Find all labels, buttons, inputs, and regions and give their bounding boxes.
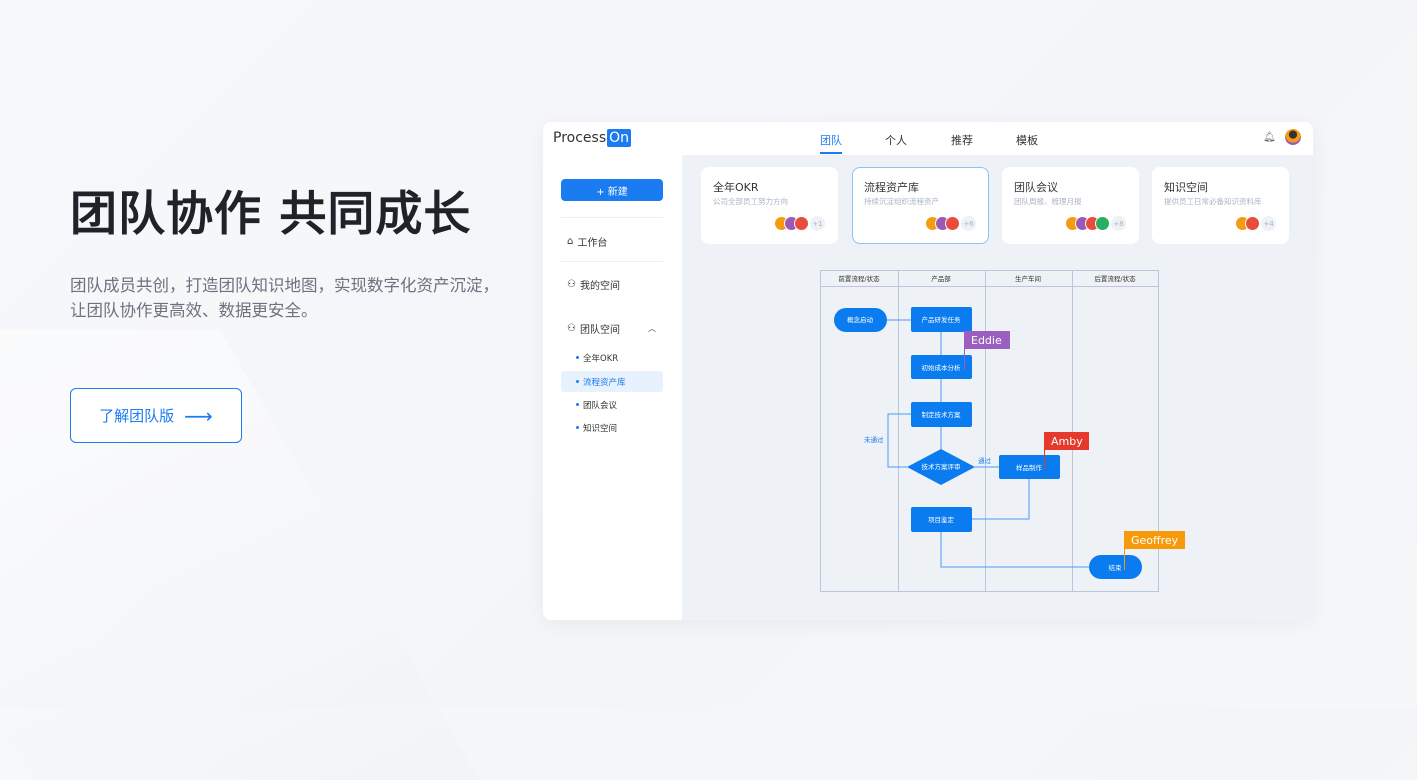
label: 全年OKR: [583, 353, 619, 364]
node-label: 概念启动: [847, 315, 874, 324]
node-label: 初始成本分析: [922, 363, 962, 372]
node-label: 结束: [1109, 563, 1123, 572]
flow-node: [911, 355, 972, 379]
logo-text: Process: [553, 130, 607, 146]
bell-icon[interactable]: 🔔︎: [1263, 132, 1276, 143]
team-icon: ⚇: [567, 323, 576, 334]
tab-personal[interactable]: 个人: [885, 134, 907, 147]
card-desc: 持续沉淀组织流程资产: [864, 197, 939, 206]
edge-label-pass: 通过: [978, 456, 992, 465]
member-count: +4: [1261, 216, 1276, 231]
card-desc: 团队周报、梳理月报: [1014, 197, 1082, 206]
collaborator-name: Amby: [1051, 435, 1083, 448]
label: 工作台: [577, 238, 608, 249]
member-avatars: +6: [925, 216, 976, 231]
sidebar-sub-okr[interactable]: 全年OKR: [561, 347, 663, 368]
space-card[interactable]: 全年OKR 公司全部员工努力方向 +1: [701, 167, 838, 244]
new-button[interactable]: + 新建: [561, 179, 663, 201]
member-avatars: +8: [1065, 216, 1126, 231]
sidebar-item-my-space[interactable]: ⚇我的空间: [567, 277, 620, 292]
flow-node-end: [1089, 555, 1142, 579]
divider: [561, 261, 663, 262]
learn-team-button[interactable]: 了解团队版 ⟶: [70, 388, 242, 443]
sidebar-sub-knowledge[interactable]: 知识空间: [561, 417, 663, 438]
user-icon: ⚇: [567, 279, 576, 290]
label: 知识空间: [583, 423, 618, 434]
collaborator-name: Eddie: [971, 334, 1002, 347]
flow-node: [911, 402, 972, 427]
collaborator-name: Geoffrey: [1131, 534, 1179, 547]
node-label: 制定技术方案: [922, 410, 962, 419]
flow-decision: [907, 449, 975, 485]
node-label: 样品制作: [1016, 463, 1043, 472]
label: 团队会议: [583, 400, 618, 411]
flow-node: [911, 307, 972, 332]
card-title: 全年OKR: [713, 181, 759, 194]
node-label: 产品研发任务: [922, 315, 962, 324]
hero-title: 团队协作 共同成长: [70, 187, 472, 242]
member-count: +6: [961, 216, 976, 231]
card-title: 团队会议: [1014, 181, 1058, 194]
collaborator-tag: [1124, 531, 1185, 549]
cta-label: 了解团队版: [99, 407, 175, 425]
lane-header: 前置流程/状态: [838, 274, 880, 283]
card-title: 知识空间: [1164, 181, 1208, 194]
swimlane-flowchart: 前置流程/状态 产品部 生产车间 后置流程/状态 概念启动 产品研发任务 初始成…: [820, 270, 1185, 592]
collaborator-tag: [964, 331, 1010, 349]
space-card[interactable]: 团队会议团队周报、梳理月报 +8: [1002, 167, 1139, 244]
card-desc: 提供员工日常必备知识资料库: [1164, 197, 1262, 206]
lane-header: 生产车间: [1015, 274, 1041, 283]
tab-templates[interactable]: 模板: [1016, 134, 1038, 147]
flow-node: [911, 507, 972, 532]
divider: [561, 217, 663, 218]
sidebar-sub-meetings[interactable]: 团队会议: [561, 394, 663, 415]
node-label: 技术方案评审: [922, 462, 961, 471]
space-card[interactable]: 知识空间提供员工日常必备知识资料库 +4: [1152, 167, 1289, 244]
label: 我的空间: [579, 281, 620, 292]
hero-description: 团队成员共创，打造团队知识地图，实现数字化资产沉淀，让团队协作更高效、数据更安全…: [70, 276, 499, 320]
lane-header: 后置流程/状态: [1094, 274, 1136, 283]
tab-recommend[interactable]: 推荐: [951, 134, 973, 147]
chevron-up-icon: ︿: [647, 324, 656, 333]
arrow-right-icon: ⟶: [184, 403, 213, 428]
sidebar-sub-process-library[interactable]: 流程资产库: [561, 371, 663, 392]
member-avatars: +4: [1235, 216, 1276, 231]
home-icon: ⌂: [567, 236, 574, 247]
sidebar: + 新建 ⌂工作台 ⚇我的空间 ⚇团队空间︿ 全年OKR 流程资产库 团队会议 …: [543, 155, 682, 620]
user-avatar[interactable]: [1285, 129, 1301, 145]
space-card[interactable]: 流程资产库持续沉淀组织流程资产 +6: [852, 167, 989, 244]
label: 流程资产库: [583, 377, 626, 388]
card-desc: 公司全部员工努力方向: [713, 197, 788, 206]
sidebar-item-workbench[interactable]: ⌂工作台: [567, 234, 607, 249]
edge-label-fail: 未通过: [864, 435, 884, 444]
collaborator-tag: [1044, 432, 1089, 450]
member-count: +8: [1111, 216, 1126, 231]
member-count: +1: [810, 216, 825, 231]
tab-team[interactable]: 团队: [820, 134, 842, 154]
member-avatars: +1: [774, 216, 825, 231]
card-title: 流程资产库: [864, 181, 919, 194]
sidebar-item-team-space[interactable]: ⚇团队空间 ︿: [567, 321, 656, 336]
label: 团队空间: [579, 325, 620, 336]
node-label: 项目鉴定: [928, 515, 955, 524]
flow-node-start: [834, 308, 887, 332]
lane-header: 产品部: [931, 274, 951, 283]
logo-badge: On: [607, 129, 632, 147]
